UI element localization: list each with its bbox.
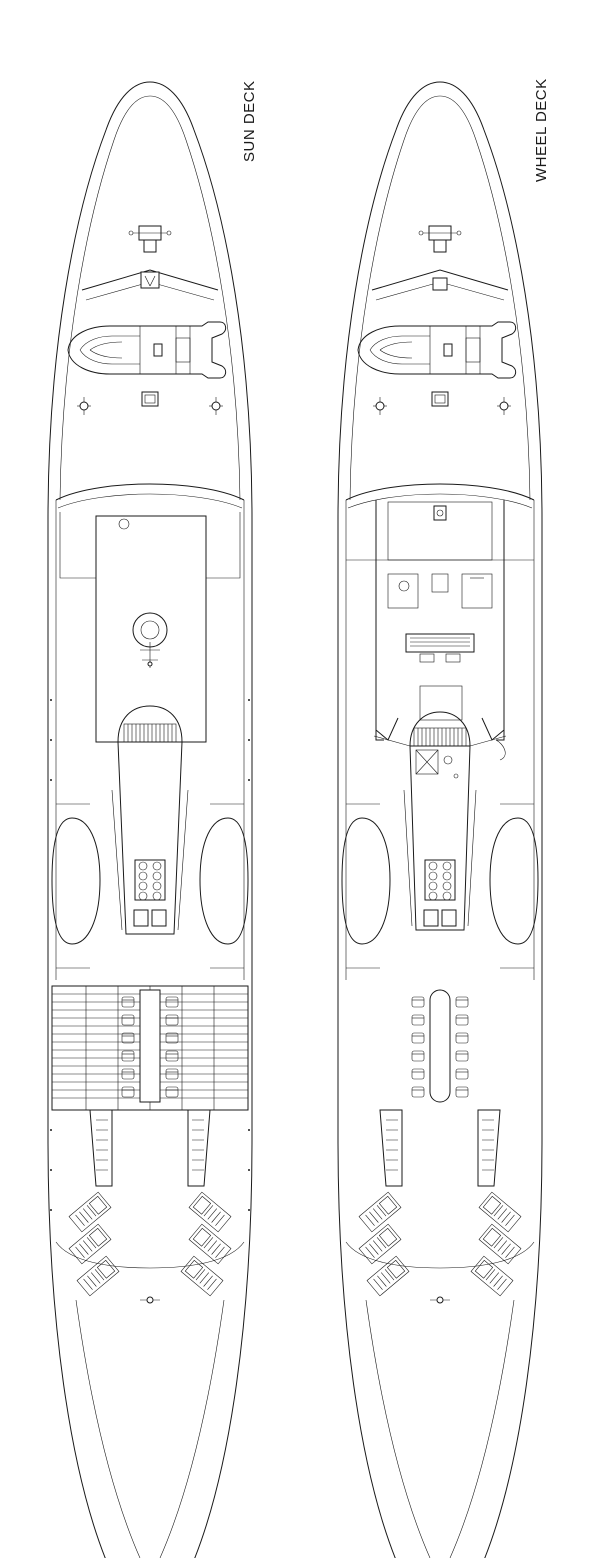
- wheel-deck-dining-table: [411, 989, 469, 1103]
- sun-deck-hardtop: [95, 515, 207, 743]
- wheel-deck-label: WHEEL DECK: [533, 78, 550, 182]
- sun-deck-plan: [47, 81, 253, 1558]
- sun-deck-label: SUN DECK: [241, 80, 258, 162]
- sun-deck-radar-mast: [132, 612, 168, 668]
- wheel-deck-plan: [337, 81, 543, 1558]
- sun-deck-teak-platform: [51, 985, 249, 1111]
- wheel-deck-hull-outline: [337, 81, 543, 1558]
- sun-deck-rail-posts: [50, 699, 250, 1211]
- sun-deck-hull-outline: [47, 81, 253, 1558]
- wheel-deck-wheelhouse: [373, 500, 507, 761]
